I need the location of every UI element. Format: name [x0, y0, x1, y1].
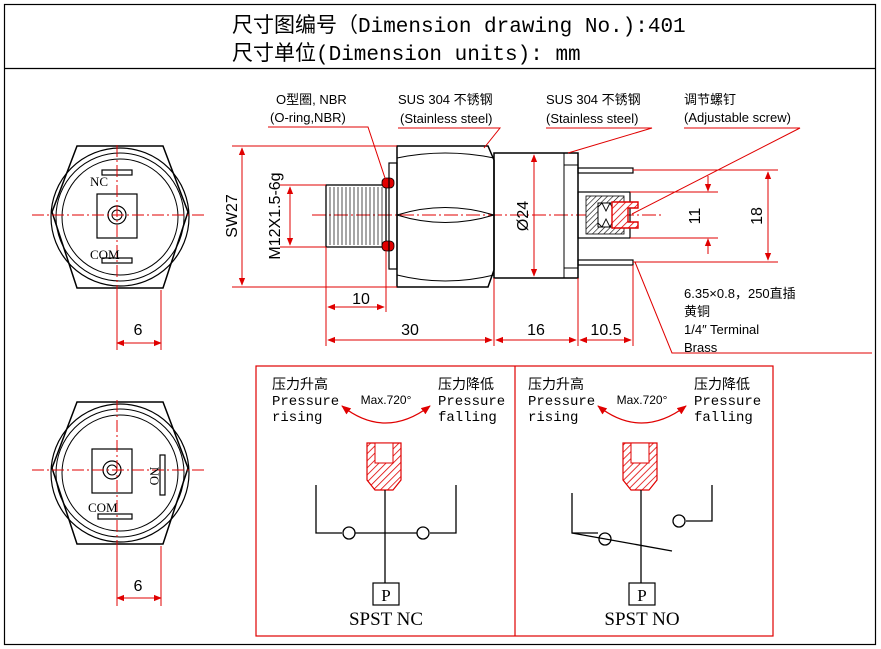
dim-16: 16	[527, 322, 545, 339]
callout-terminal-4: Brass	[684, 340, 718, 355]
callout-oring-en: (O-ring,NBR)	[270, 110, 346, 125]
nc-rising-cn: 压力升高	[272, 376, 328, 392]
dim-30: 30	[401, 322, 419, 339]
callout-screw-cn: 调节螺钉	[684, 92, 736, 107]
front-label-com-bottom: COM	[88, 500, 118, 515]
dim-11: 11	[687, 208, 704, 225]
nc-falling-en1: Pressure	[438, 394, 505, 410]
dim-sw27: SW27	[224, 194, 241, 238]
nc-falling-en2: falling	[438, 410, 497, 426]
callout-oring-cn: O型圈, NBR	[276, 92, 347, 107]
no-pressure-p: P	[637, 586, 646, 605]
no-rising-en1: Pressure	[528, 394, 595, 410]
callout-sus2-cn: SUS 304 不锈钢	[546, 92, 641, 107]
no-falling-en1: Pressure	[694, 394, 761, 410]
nc-falling-cn: 压力降低	[438, 376, 494, 392]
frame	[3, 3, 877, 646]
dim-dia24: Ø24	[515, 201, 532, 231]
side-view	[232, 126, 872, 354]
front-label-no: NO	[147, 467, 162, 486]
callout-screw-en: (Adjustable screw)	[684, 110, 791, 125]
dim-9-top: 9	[133, 320, 142, 337]
nc-max-angle: Max.720°	[361, 393, 412, 407]
no-falling-en2: falling	[694, 410, 753, 426]
front-label-com-top: COM	[90, 247, 120, 262]
no-max-angle: Max.720°	[617, 393, 668, 407]
dim-10-5: 10.5	[590, 322, 621, 339]
callout-sus1-cn: SUS 304 不锈钢	[398, 92, 493, 107]
callout-terminal-2: 黄铜	[684, 304, 710, 319]
dim-9-bottom: 9	[133, 576, 142, 593]
callout-sus1-en: (Stainless steel)	[400, 111, 492, 126]
no-rising-en2: rising	[528, 410, 578, 426]
callout-terminal-1: 6.35×0.8，250直插	[684, 286, 796, 301]
dim-thread: M12X1.5-6g	[267, 172, 284, 259]
schematic-no	[571, 405, 713, 606]
front-view-nc	[32, 145, 205, 350]
schematic-frame	[255, 365, 774, 637]
no-falling-cn: 压力降低	[694, 376, 750, 392]
nc-pressure-p: P	[381, 586, 390, 605]
no-rising-cn: 压力升高	[528, 376, 584, 392]
nc-spst-label: SPST NC	[349, 609, 423, 630]
no-spst-label: SPST NO	[604, 609, 679, 630]
dim-10: 10	[352, 291, 370, 308]
callout-sus2-en: (Stainless steel)	[546, 111, 638, 126]
nc-rising-en1: Pressure	[272, 394, 339, 410]
drawing-number-title: 尺寸图编号（Dimension drawing No.):401	[232, 16, 686, 39]
front-label-nc: NC	[90, 174, 108, 189]
callout-terminal-3: 1/4″ Terminal	[684, 322, 759, 337]
nc-rising-en2: rising	[272, 410, 322, 426]
schematic-nc	[315, 405, 457, 606]
front-view-no	[32, 400, 205, 606]
dim-18: 18	[749, 207, 766, 225]
dimension-units-title: 尺寸单位(Dimension units): mm	[232, 44, 581, 67]
